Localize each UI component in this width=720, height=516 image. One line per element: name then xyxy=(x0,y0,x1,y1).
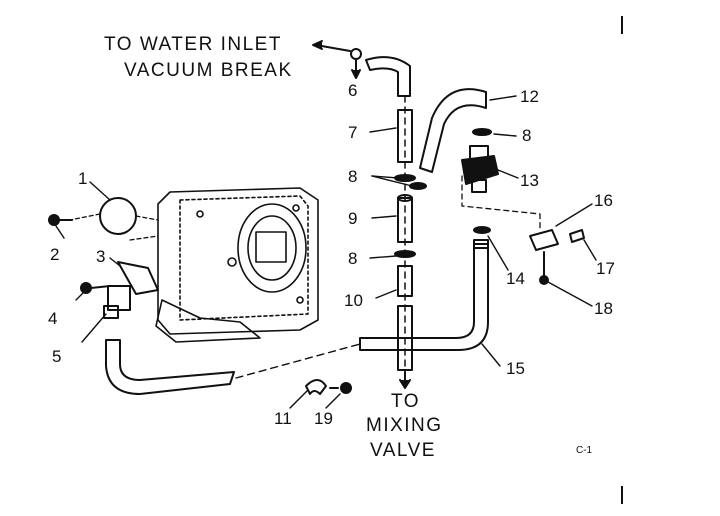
inlet-arrow xyxy=(312,40,351,52)
label-part-9: 9 xyxy=(348,209,358,228)
part-8-clamp-top xyxy=(472,128,492,136)
tub-housing xyxy=(155,187,319,343)
label-part-7: 7 xyxy=(348,123,358,142)
hose-link xyxy=(235,343,361,379)
label-part-8-top: 8 xyxy=(522,126,532,145)
frame-edge-bottom xyxy=(621,486,623,504)
frame-edge-top xyxy=(621,16,623,34)
label-part-2: 2 xyxy=(50,245,60,264)
mixing-callout-line1: MIXING xyxy=(366,415,443,436)
label-part-16: 16 xyxy=(594,191,613,210)
part-5-elbow xyxy=(103,285,131,319)
label-part-14: 14 xyxy=(506,269,525,288)
label-part-3: 3 xyxy=(96,247,106,266)
part-8-clamp-low xyxy=(394,250,416,258)
label-part-15: 15 xyxy=(506,359,525,378)
part-13-tee xyxy=(461,145,499,193)
part-4-screw xyxy=(80,282,111,294)
label-part-12: 12 xyxy=(520,87,539,106)
label-part-8-mid: 8 xyxy=(348,167,358,186)
part-3-bracket xyxy=(117,261,159,295)
part-11-clamp xyxy=(305,379,327,395)
part-19-screw xyxy=(329,382,352,394)
mixing-callout-line2: VALVE xyxy=(370,440,436,461)
mixing-callout-to: TO xyxy=(391,391,421,412)
label-part-18: 18 xyxy=(594,299,613,318)
leader-lines xyxy=(55,95,597,409)
part-10-tube xyxy=(397,265,413,297)
mixing-arrow xyxy=(399,371,411,389)
label-part-8-low: 8 xyxy=(348,249,358,268)
label-part-13: 13 xyxy=(520,171,539,190)
part-2-bolt xyxy=(48,214,73,226)
part-15-cuff xyxy=(473,239,489,249)
part-16-bracket xyxy=(529,229,559,251)
part-9-connector xyxy=(397,194,413,243)
inlet-callout-line1: TO WATER INLET xyxy=(104,34,282,55)
part-17-clip xyxy=(569,229,585,243)
part-6-fitting xyxy=(350,48,362,79)
part-12-hose xyxy=(419,88,487,173)
figure-code: C-1 xyxy=(576,445,593,456)
part-1-ring xyxy=(69,197,159,235)
label-part-5: 5 xyxy=(52,347,62,366)
lower-left-hose xyxy=(105,339,235,395)
label-part-19: 19 xyxy=(314,409,333,428)
part-18-screw xyxy=(539,251,549,285)
label-part-4: 4 xyxy=(48,309,58,328)
part-14-clamp xyxy=(473,226,491,234)
label-part-6: 6 xyxy=(348,81,358,100)
label-part-11: 11 xyxy=(274,409,292,428)
label-part-10: 10 xyxy=(344,291,363,310)
part-15-hose xyxy=(359,243,489,351)
label-part-1: 1 xyxy=(78,169,88,188)
upper-elbow-hose xyxy=(365,56,411,97)
inlet-callout-line2: VACUUM BREAK xyxy=(124,60,293,81)
label-part-17: 17 xyxy=(596,259,615,278)
